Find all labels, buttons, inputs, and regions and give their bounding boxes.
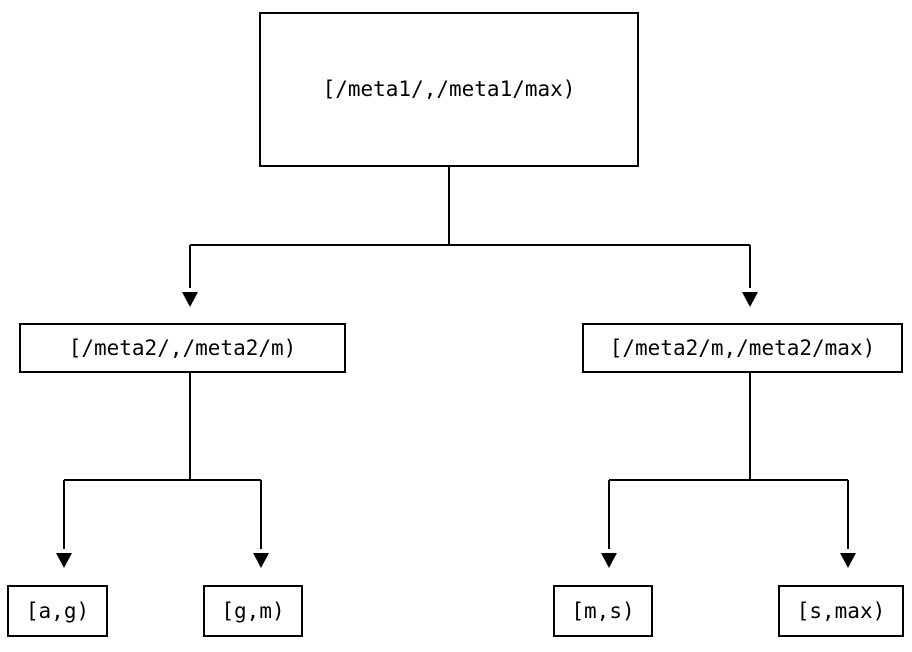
node-leaf-s-max-label: [s,max) xyxy=(796,598,886,623)
arrowhead-mid-right-to-leaf-s-max xyxy=(840,553,856,568)
node-root-label: [/meta1/,/meta1/max) xyxy=(322,77,576,101)
node-leaf-m-s-label: [m,s) xyxy=(571,598,635,623)
arrowhead-mid-left-to-leaf-a-g xyxy=(56,553,72,568)
arrowhead-mid-right-to-leaf-m-s xyxy=(601,553,617,568)
node-mid-right[interactable]: [/meta2/m,/meta2/max) xyxy=(582,323,903,373)
arrowhead-mid-left-to-leaf-g-m xyxy=(253,553,269,568)
node-root[interactable]: [/meta1/,/meta1/max) xyxy=(259,12,639,167)
node-leaf-s-max[interactable]: [s,max) xyxy=(778,585,904,637)
node-mid-left-label: [/meta2/,/meta2/m) xyxy=(68,335,297,360)
node-leaf-g-m[interactable]: [g,m) xyxy=(203,585,303,637)
arrowhead-root-to-mid-left xyxy=(182,292,198,307)
node-mid-right-label: [/meta2/m,/meta2/max) xyxy=(609,335,876,360)
node-leaf-a-g-label: [a,g) xyxy=(25,598,90,623)
arrowhead-root-to-mid-right xyxy=(742,292,758,307)
node-mid-left[interactable]: [/meta2/,/meta2/m) xyxy=(19,323,346,373)
node-leaf-a-g[interactable]: [a,g) xyxy=(7,585,108,637)
node-leaf-m-s[interactable]: [m,s) xyxy=(553,585,653,637)
node-leaf-g-m-label: [g,m) xyxy=(221,598,285,623)
